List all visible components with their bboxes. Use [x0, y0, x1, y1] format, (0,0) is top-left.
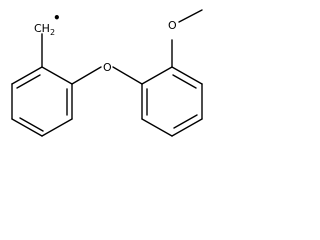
double-bond-right-ring-b [173, 114, 198, 129]
bond-left-ring-3 [41, 118, 73, 137]
bond-ether-o-to-right-ring [112, 66, 143, 85]
double-bond-right-ring-a [172, 74, 197, 89]
bond-left-ring-4 [11, 118, 43, 137]
left-benzene-ring [11, 66, 73, 137]
ch2-label-main: CH [34, 22, 50, 35]
bond-left-ring-6 [11, 66, 43, 85]
bond-left-ring-to-ether-o [71, 66, 102, 85]
radical-dot: • [53, 11, 61, 25]
bond-left-ring-1 [41, 66, 73, 85]
bond-methoxy-o-to-methyl [178, 9, 203, 23]
ch2-label-subscript: 2 [50, 28, 55, 37]
bond-right-ring-5 [141, 118, 173, 137]
double-bond-left-ring-c [16, 74, 41, 89]
bond-right-ring-1 [141, 66, 173, 85]
ether-oxygen-label: O [103, 61, 112, 74]
chemical-structure: CH 2 • O O [11, 9, 203, 137]
double-bond-left-ring-b [19, 117, 44, 132]
methoxy-oxygen-label: O [168, 19, 177, 32]
bond-right-ring-2 [171, 66, 203, 85]
right-benzene-ring [141, 66, 203, 137]
bond-right-ring-4 [171, 118, 203, 137]
ch2-radical-label: CH 2 • [34, 11, 61, 37]
